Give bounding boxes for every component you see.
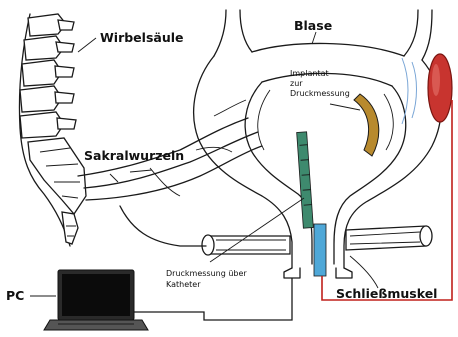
label-catheter-1: Druckmessung über: [166, 269, 247, 278]
label-catheter-2: Katheter: [166, 280, 201, 289]
label-pc: PC: [6, 288, 24, 303]
leader-bladder: [312, 32, 316, 44]
label-implant-1: Implantat: [290, 69, 329, 78]
label-spine: Wirbelsäule: [100, 30, 183, 45]
stimulator-device: [402, 54, 452, 124]
label-implant-3: Druckmessung: [290, 89, 350, 98]
label-bladder: Blase: [294, 18, 332, 33]
pressure-implant: [354, 94, 379, 156]
leader-spine: [78, 38, 96, 52]
leader-implant: [330, 104, 360, 110]
wire-pc: [134, 278, 292, 320]
label-sphincter: Schließmuskel: [336, 286, 437, 301]
label-sacral-roots: Sakralwurzeln: [84, 148, 184, 163]
wire-stimulator: [322, 100, 452, 300]
laptop-pc: [44, 270, 148, 330]
label-implant-2: zur: [290, 79, 303, 88]
sacral-nerves: [78, 100, 262, 246]
wire-sphincter-leader: [350, 256, 378, 288]
spine-illustration: [19, 14, 86, 246]
catheter: [297, 132, 326, 276]
